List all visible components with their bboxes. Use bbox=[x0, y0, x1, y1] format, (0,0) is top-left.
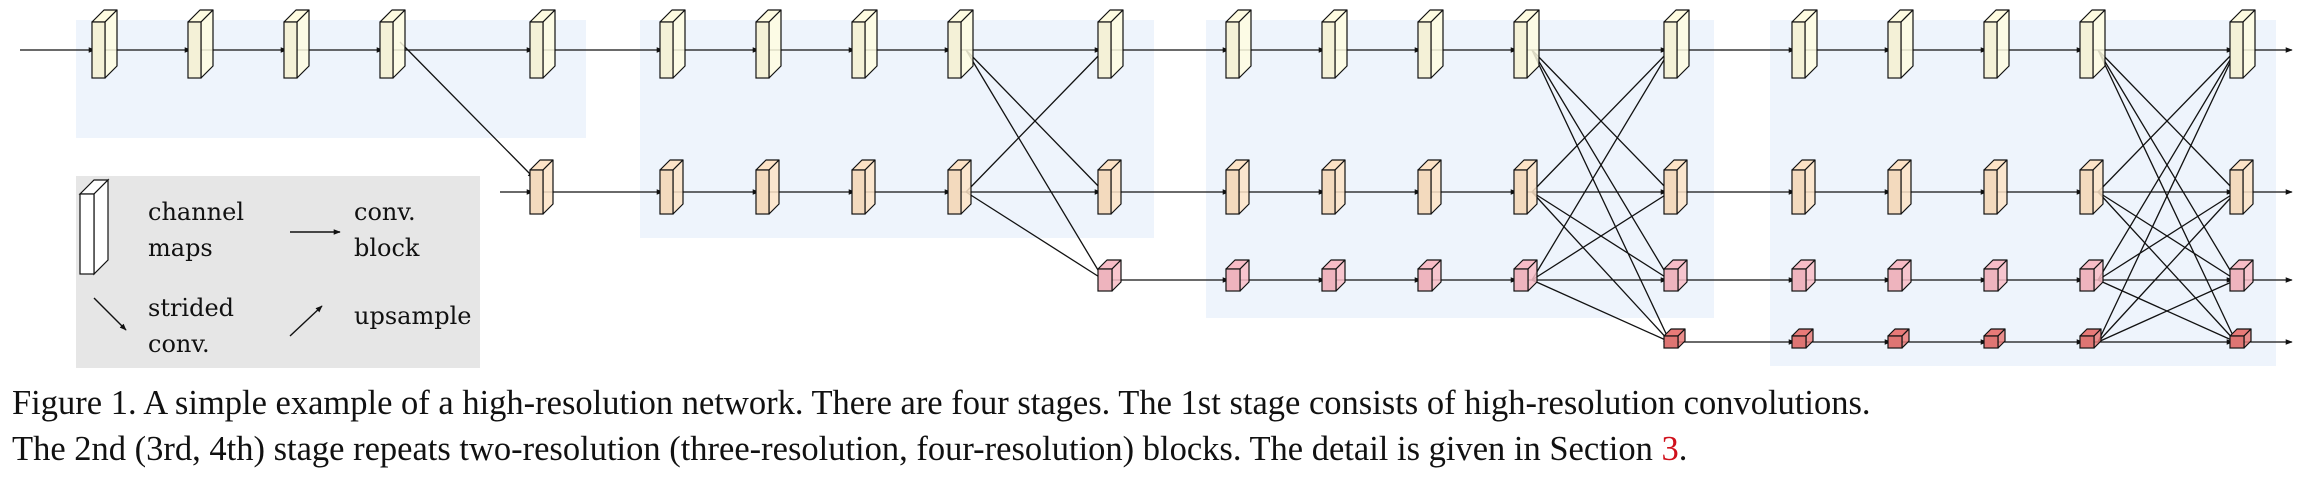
feature-map-res2 bbox=[659, 159, 684, 215]
feature-map-res3 bbox=[1513, 259, 1538, 292]
stage-1-background bbox=[76, 20, 586, 138]
feature-map-res1 bbox=[1097, 9, 1124, 79]
hrnet-diagram: channel maps conv. block strided conv. u… bbox=[20, 9, 2293, 368]
feature-map-res2 bbox=[1417, 159, 1442, 215]
figure-caption: Figure 1. A simple example of a high-res… bbox=[12, 380, 2302, 472]
fusion-line bbox=[2097, 49, 2237, 343]
feature-map-res3 bbox=[1887, 259, 1912, 292]
feature-map-res1 bbox=[947, 9, 974, 79]
feature-map-res3 bbox=[1417, 259, 1442, 292]
feature-map-res3 bbox=[1791, 259, 1816, 292]
feature-map-res4 bbox=[2229, 328, 2252, 349]
stage-2-background bbox=[640, 20, 1154, 238]
feature-map-res2 bbox=[2229, 159, 2254, 215]
feature-map-res2 bbox=[2079, 159, 2104, 215]
feature-map-res2 bbox=[1097, 159, 1122, 215]
caption-line-2-text: The 2nd (3rd, 4th) stage repeats two-res… bbox=[12, 430, 1662, 468]
fusion-line bbox=[1531, 49, 1671, 343]
fusion-line bbox=[965, 49, 1105, 193]
feature-map-res2 bbox=[947, 159, 972, 215]
fusion-line bbox=[1531, 191, 1671, 281]
feature-map-res1 bbox=[851, 9, 878, 79]
feature-map-res1 bbox=[755, 9, 782, 79]
feature-map-res2 bbox=[1663, 159, 1688, 215]
feature-map-res1 bbox=[283, 9, 310, 79]
stage-3-background bbox=[1206, 20, 1714, 318]
feature-map-res4 bbox=[1663, 328, 1686, 349]
feature-map-res1 bbox=[1983, 9, 2010, 79]
legend-conv-label-1: conv. bbox=[354, 198, 416, 226]
feature-map-res2 bbox=[1887, 159, 1912, 215]
feature-map-res4 bbox=[1791, 328, 1814, 349]
feature-map-res1 bbox=[2079, 9, 2106, 79]
feature-map-res2 bbox=[1225, 159, 1250, 215]
legend-strided-label-1: strided bbox=[148, 294, 234, 322]
fusion-line bbox=[1531, 191, 1671, 343]
feature-map-res2 bbox=[529, 159, 554, 215]
feature-map-res1 bbox=[1417, 9, 1444, 79]
feature-map-res1 bbox=[659, 9, 686, 79]
feature-map-res2 bbox=[1983, 159, 2008, 215]
feature-map-res2 bbox=[1791, 159, 1816, 215]
upsample-arrow-icon bbox=[289, 305, 323, 337]
channel-maps-icon bbox=[78, 178, 110, 276]
fusion-line bbox=[1531, 279, 1671, 343]
legend-channel-label-2: maps bbox=[148, 234, 213, 262]
fusion-line bbox=[965, 191, 1105, 281]
feature-map-res1 bbox=[379, 9, 406, 79]
hrnet-figure: channel maps conv. block strided conv. u… bbox=[20, 9, 2293, 368]
fusion-line bbox=[1531, 49, 1671, 193]
feature-map-res3 bbox=[1225, 259, 1250, 292]
stage-4-background bbox=[1770, 20, 2276, 366]
feature-map-res3 bbox=[2079, 259, 2104, 292]
feature-map-res1 bbox=[187, 9, 214, 79]
legend-strided-label-2: conv. bbox=[148, 330, 210, 358]
feature-map-res2 bbox=[1321, 159, 1346, 215]
fusion-line bbox=[1531, 49, 1671, 281]
feature-map-res1 bbox=[1791, 9, 1818, 79]
legend-upsample-label: upsample bbox=[354, 302, 471, 330]
fusion-line bbox=[2097, 49, 2237, 193]
fusion-line bbox=[2097, 191, 2237, 343]
feature-map-res3 bbox=[1321, 259, 1346, 292]
section-reference-link[interactable]: 3 bbox=[1661, 430, 1679, 468]
legend-channel-label-1: channel bbox=[148, 198, 244, 226]
feature-map-res1 bbox=[1663, 9, 1690, 79]
feature-maps bbox=[91, 9, 2256, 349]
feature-map-res1 bbox=[1887, 9, 1914, 79]
feature-map-res3 bbox=[1983, 259, 2008, 292]
strided-conv-arrow-icon bbox=[93, 297, 127, 331]
connections bbox=[20, 41, 2293, 345]
caption-line-2-end: . bbox=[1678, 430, 1688, 468]
caption-line-1: Figure 1. A simple example of a high-res… bbox=[12, 384, 1871, 422]
feature-map-res1 bbox=[2229, 9, 2256, 79]
feature-map-res1 bbox=[1513, 9, 1540, 79]
fusion-line bbox=[2097, 279, 2237, 343]
feature-map-res4 bbox=[2079, 328, 2102, 349]
feature-map-res3 bbox=[1097, 259, 1122, 292]
fusion-line bbox=[965, 49, 1105, 281]
strided-conv-line bbox=[399, 41, 535, 179]
legend-background bbox=[76, 176, 480, 368]
feature-map-res1 bbox=[1225, 9, 1252, 79]
caption-line-2: The 2nd (3rd, 4th) stage repeats two-res… bbox=[12, 426, 2302, 472]
feature-map-res1 bbox=[91, 9, 118, 79]
feature-map-res2 bbox=[1513, 159, 1538, 215]
legend: channel maps conv. block strided conv. u… bbox=[76, 176, 480, 368]
feature-map-res3 bbox=[1663, 259, 1688, 292]
feature-map-res4 bbox=[1887, 328, 1910, 349]
feature-map-res1 bbox=[529, 9, 556, 79]
feature-map-res2 bbox=[755, 159, 780, 215]
feature-map-res1 bbox=[1321, 9, 1348, 79]
stage-backgrounds bbox=[76, 20, 2276, 366]
fusion-line bbox=[2097, 191, 2237, 281]
feature-map-res3 bbox=[2229, 259, 2254, 292]
feature-map-res4 bbox=[1983, 328, 2006, 349]
legend-conv-label-2: block bbox=[354, 234, 420, 262]
feature-map-res2 bbox=[851, 159, 876, 215]
fusion-line bbox=[2097, 49, 2237, 281]
